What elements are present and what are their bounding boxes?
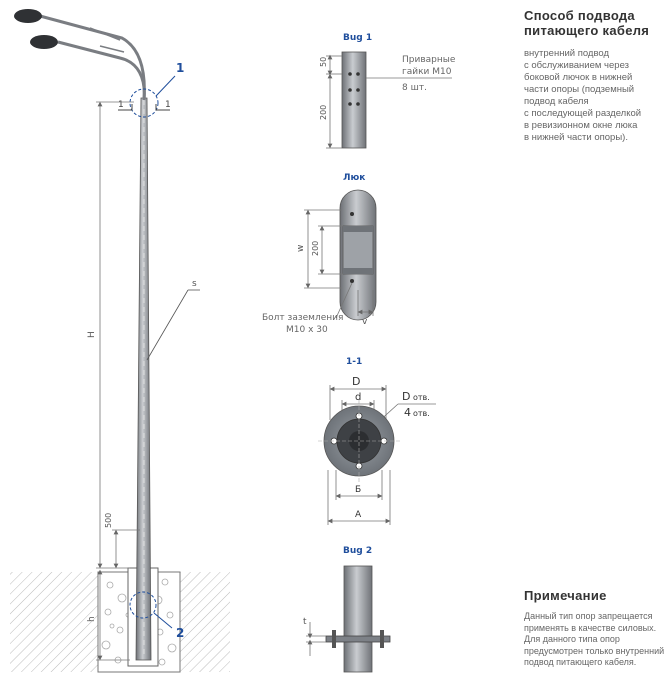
cable-feed-text: внутренний подвод с обслуживанием через …: [524, 48, 642, 143]
note-title: Примечание: [524, 588, 607, 603]
dim-500-label: 500: [104, 513, 113, 528]
section-holes-D: D: [402, 390, 410, 403]
hatch-label-v: v: [362, 317, 368, 327]
bug1-title: Bug 1: [343, 33, 372, 43]
luminaire-lower: [30, 35, 58, 49]
hatch-title: Люк: [343, 173, 365, 183]
hatch-dim-200: 200: [311, 241, 320, 256]
dim-h: [96, 569, 130, 661]
hatch-bolt-2: М10 x 30: [286, 325, 328, 335]
callout-label-1: 1: [176, 61, 184, 75]
dim-H: [96, 101, 134, 569]
note-section: Примечание Данный тип опор запрещается п…: [524, 588, 669, 669]
section-label-D: D: [352, 375, 360, 388]
section-label-A: А: [355, 510, 362, 520]
bug1-nuts: [348, 72, 360, 106]
hatch-bolt-1: Болт заземления: [262, 313, 343, 323]
detail-bug-2: Bug 2 t: [303, 546, 391, 673]
section-mark-right: 1: [165, 100, 171, 110]
label-s: s: [192, 279, 197, 289]
detail-hatch: Люк w 200 v Болт заземления М10 x 30: [262, 173, 377, 335]
section-title: 1-1: [346, 357, 362, 367]
bug2-bolts: [332, 630, 384, 648]
section-holes-D-suffix: отв.: [413, 393, 430, 402]
detail-bug-1: Bug 1 50 200 Приварные гайки М10 8 шт.: [319, 33, 456, 149]
bug1-dim-200: 200: [319, 105, 328, 120]
bug1-dim-50: 50: [319, 57, 328, 67]
section-label-d: d: [355, 392, 361, 403]
hatch-door: [342, 225, 374, 275]
note-text: Данный тип опор запрещается применять в …: [524, 611, 665, 667]
bug2-flange: [325, 635, 391, 643]
dim-500: [112, 529, 140, 569]
detail-section-1-1: 1-1 D d D отв: [318, 357, 436, 525]
cable-feed-section: Способ подвода питающего кабеля внутренн…: [524, 8, 669, 144]
section-mark-1-1: [118, 104, 170, 111]
section-holes-4-suffix: отв.: [413, 409, 430, 418]
section-mark-left: 1: [118, 100, 124, 110]
bug2-label-t: t: [303, 617, 307, 627]
bug1-note-3: 8 шт.: [402, 83, 427, 93]
cable-feed-title: Способ подвода питающего кабеля: [524, 8, 650, 38]
hatch-label-w: w: [296, 245, 306, 252]
dim-h-label: h: [87, 616, 97, 622]
pole-elevation: 1 2 1 1 H 500 h s: [10, 9, 230, 673]
section-label-B: Б: [355, 485, 361, 495]
luminaire-upper: [14, 9, 42, 23]
bug2-title: Bug 2: [343, 546, 372, 556]
flange-bore: [349, 431, 369, 451]
bug1-note-2: гайки М10: [402, 67, 452, 77]
bracket-arm-lower: [57, 40, 146, 101]
bug1-note-1: Приварные: [402, 55, 456, 65]
pole-shaft: [135, 97, 152, 661]
bug1-pole-segment: [341, 51, 367, 149]
callout-circle-2: [129, 591, 157, 619]
dim-H-label: H: [87, 331, 97, 338]
bug2-pole-segment: [343, 565, 373, 673]
callout-label-2: 2: [176, 626, 184, 640]
callout-circle-1: [129, 88, 159, 118]
section-holes-4: 4: [404, 406, 411, 419]
